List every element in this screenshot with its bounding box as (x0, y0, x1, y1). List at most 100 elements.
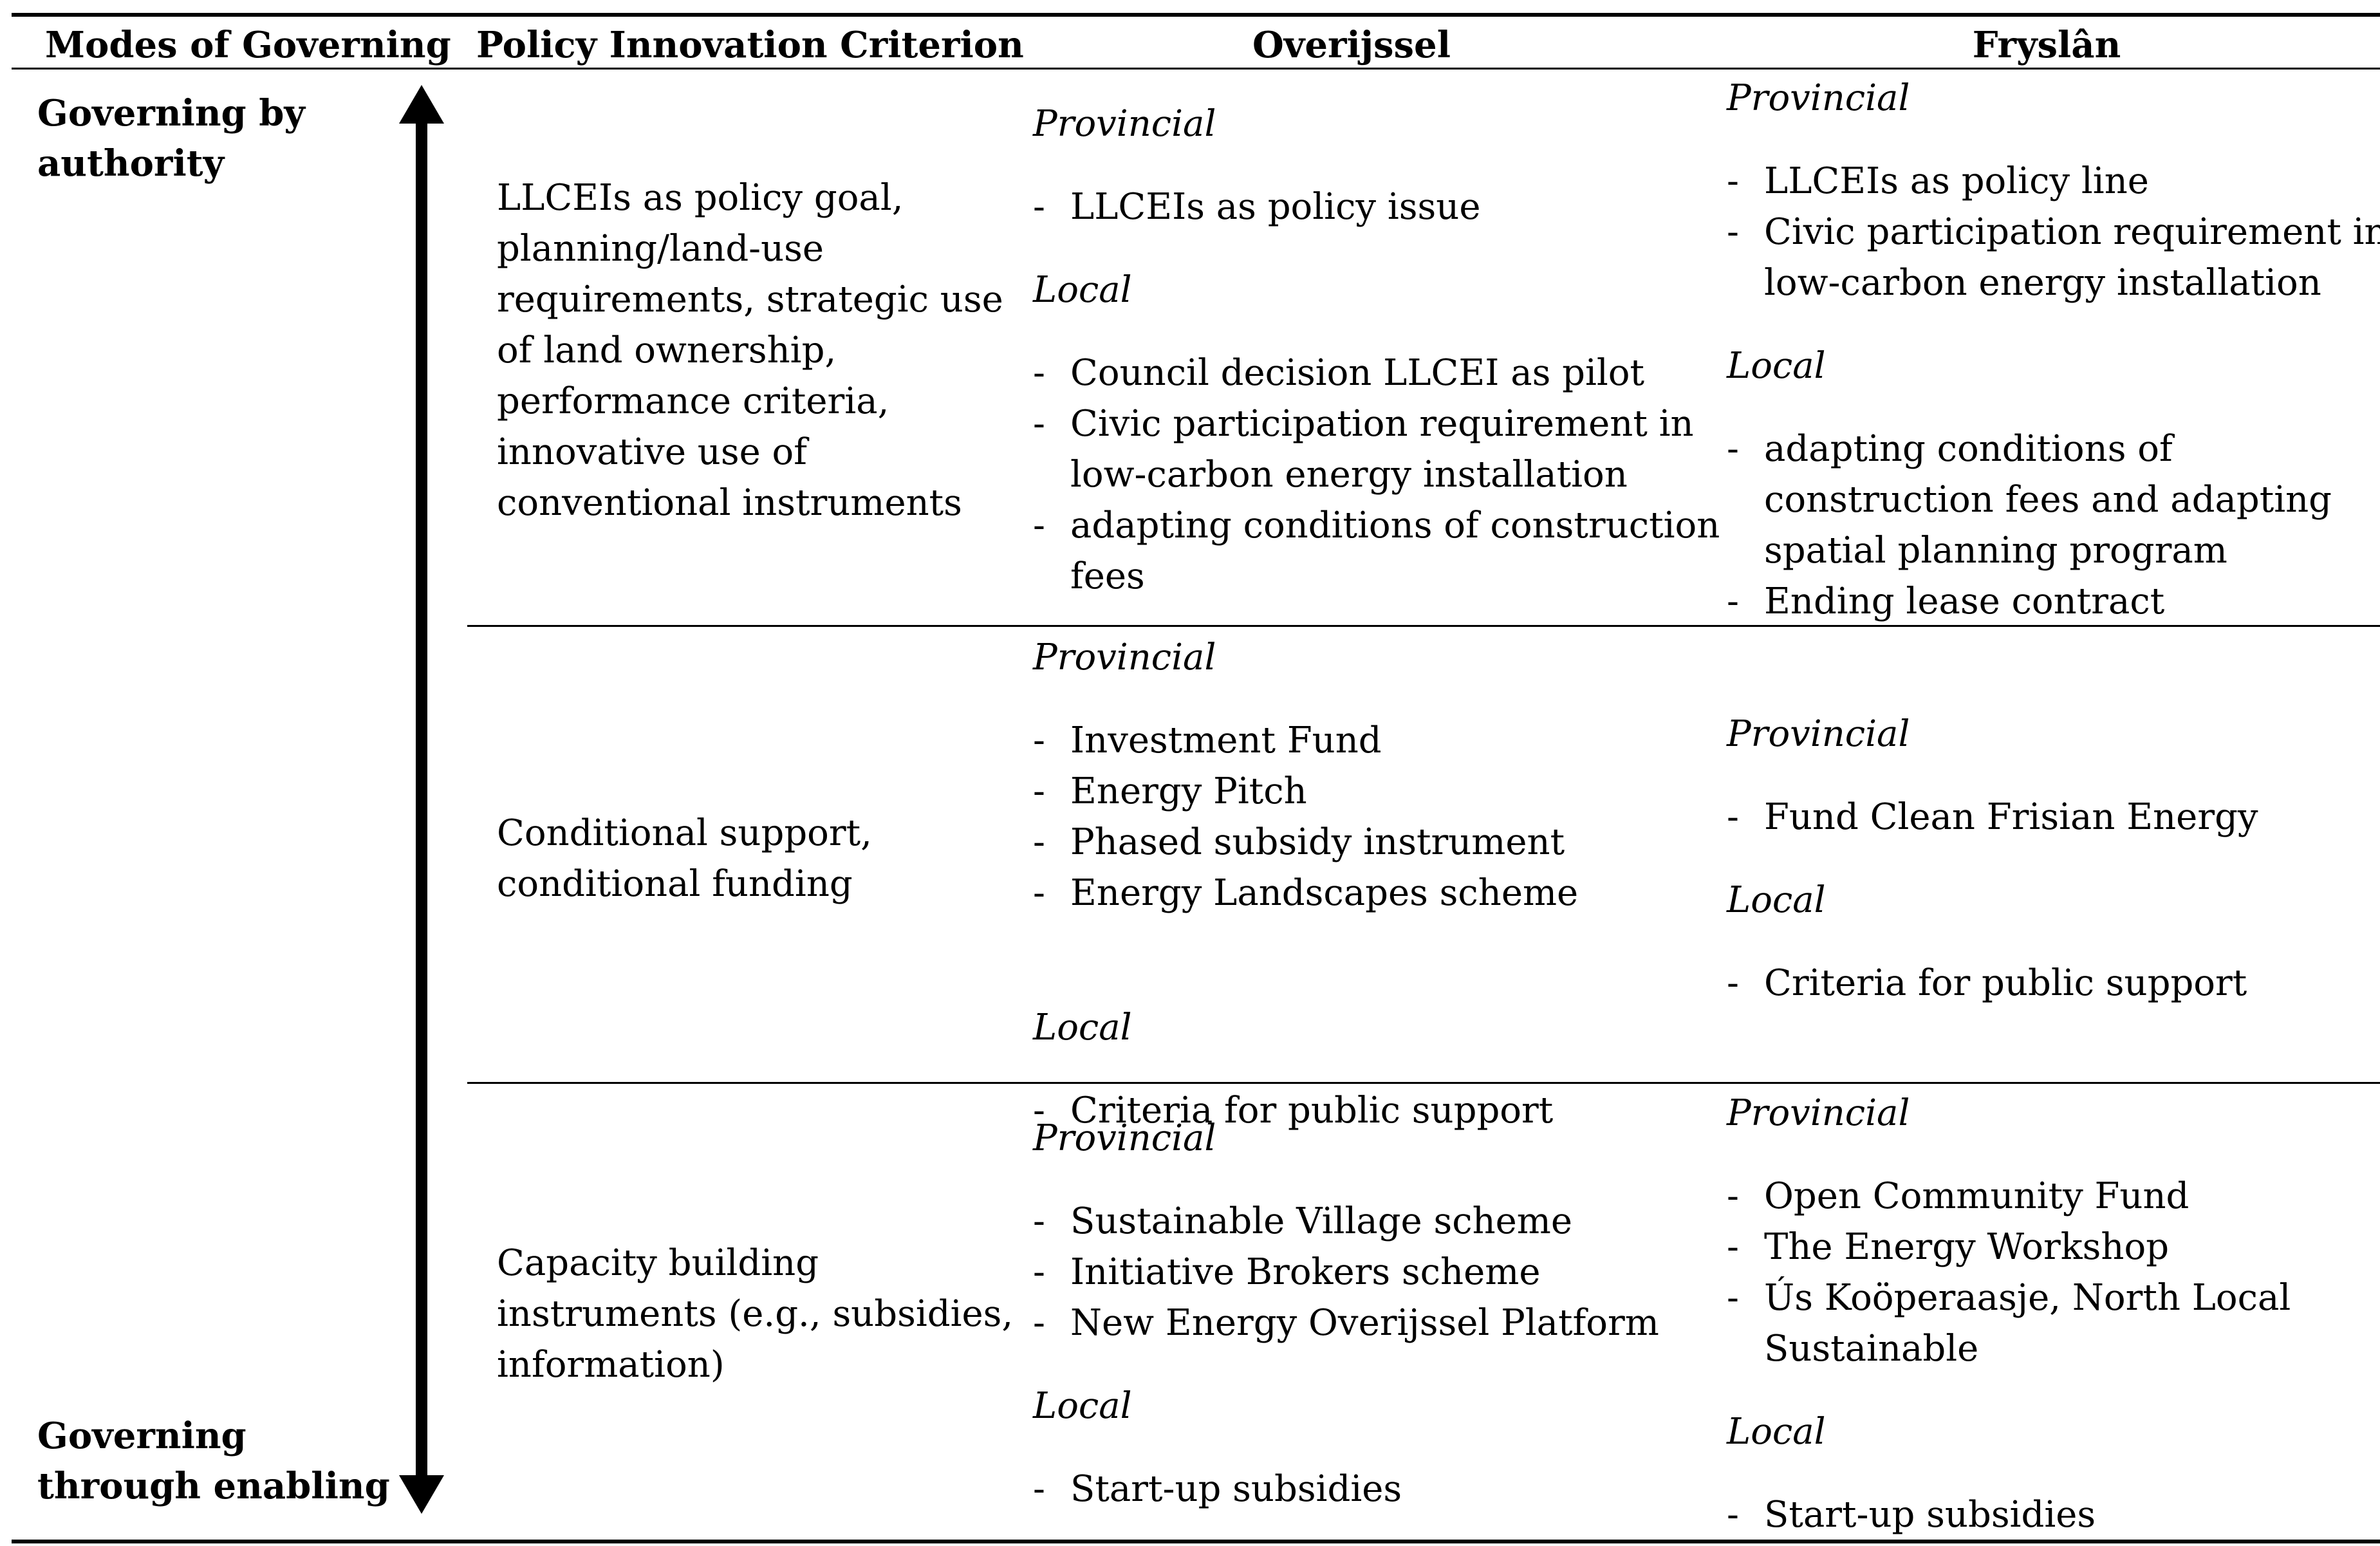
list-item-line: fees (1070, 555, 1145, 597)
bullet-list: Start-up subsidies (1727, 1489, 2291, 1540)
criterion-line: Capacity building (497, 1242, 819, 1284)
list-item-line: Criteria for public support (1070, 1090, 1554, 1132)
bullet-list: Council decision LLCEI as pilotCivic par… (1033, 348, 1720, 602)
provincial-label: Provincial (1033, 637, 1216, 678)
local-label: Local (1033, 269, 1132, 311)
list-item: Ending lease contract (1727, 576, 2380, 627)
overijssel-row-2: ProvincialInvestment FundEnergy PitchPha… (1033, 632, 1578, 1136)
list-item-line: Energy Pitch (1070, 770, 1307, 812)
list-item: Civic participation requirement in low-ca… (1727, 207, 2380, 308)
bullet-list: Start-up subsidies (1033, 1464, 1659, 1514)
list-item-line: Ending lease contract (1764, 581, 2165, 622)
bullet-list: Criteria for public support (1033, 1085, 1578, 1136)
spacer (1727, 843, 2258, 875)
list-item-line: low-carbon energy installation (1070, 454, 1628, 496)
provincial-label: Provincial (1033, 103, 1216, 145)
list-item-line: construction fees and adapting (1764, 479, 2332, 521)
criterion-line: planning/land-use (497, 228, 824, 270)
provincial-label: Provincial (1727, 713, 1910, 755)
bullet-list: LLCEIs as policy issue (1033, 182, 1720, 232)
spacer (1033, 1053, 1578, 1085)
spacer (1727, 308, 2380, 340)
header-bottom-rule (12, 68, 2380, 70)
mode-bottom-line-2: through enabling (37, 1465, 390, 1507)
list-item-line: Sustainable (1764, 1328, 1979, 1370)
list-item-line: Sustainable Village scheme (1070, 1200, 1573, 1242)
double-arrow-icon (399, 85, 444, 1514)
spacer (1033, 1348, 1659, 1381)
list-item: Civic participation requirement in low-ca… (1033, 398, 1720, 500)
list-item-line: LLCEIs as policy line (1764, 160, 2149, 202)
criterion-row-2: Conditional support, conditional funding (497, 808, 872, 909)
criterion-line: conventional instruments (497, 482, 962, 524)
criterion-line: conditional funding (497, 863, 853, 905)
spacer (1727, 391, 2380, 424)
list-item: Investment Fund (1033, 715, 1578, 766)
row-divider-1 (467, 625, 2380, 627)
list-item-line: Criteria for public support (1764, 962, 2247, 1004)
provincial-label: Provincial (1727, 1092, 1910, 1134)
spacer (1727, 1139, 2291, 1171)
spacer (1727, 124, 2380, 156)
local-label: Local (1727, 1411, 1826, 1453)
list-item-line: Civic participation requirement in (1764, 211, 2380, 253)
list-item-line: spatial planning program (1764, 530, 2227, 572)
list-item: Start-up subsidies (1727, 1489, 2291, 1540)
overijssel-row-1: ProvincialLLCEIs as policy issueLocalCou… (1033, 98, 1720, 602)
header-policy-innovation-criterion: Policy Innovation Criterion (476, 24, 1024, 66)
list-item-line: The Energy Workshop (1764, 1226, 2170, 1268)
header-modes-of-governing: Modes of Governing (45, 24, 451, 66)
spacer (1033, 1431, 1659, 1464)
list-item-line: Council decision LLCEI as pilot (1070, 352, 1645, 394)
header-fryslan: Fryslân (1972, 24, 2121, 66)
bullet-list: Criteria for public support (1727, 958, 2258, 1009)
list-item-line: Energy Landscapes scheme (1070, 872, 1579, 914)
list-item: LLCEIs as policy issue (1033, 182, 1720, 232)
bullet-list: Fund Clean Frisian Energy (1727, 792, 2258, 843)
list-item-line: LLCEIs as policy issue (1070, 186, 1481, 228)
list-item-line: Initiative Brokers scheme (1070, 1251, 1541, 1293)
spacer (1727, 926, 2258, 958)
list-item: Council decision LLCEI as pilot (1033, 348, 1720, 398)
bullet-list: LLCEIs as policy lineCivic participation… (1727, 156, 2380, 308)
spacer (1727, 1374, 2291, 1406)
mode-governing-through-enabling: Governing through enabling (37, 1411, 390, 1511)
list-item-line: Start-up subsidies (1764, 1494, 2096, 1536)
criterion-line: of land ownership, (497, 330, 837, 371)
criterion-line: Conditional support, (497, 812, 872, 854)
provincial-label: Provincial (1033, 1117, 1216, 1159)
fryslan-row-2: ProvincialFund Clean Frisian EnergyLocal… (1727, 709, 2258, 1009)
criterion-line: innovative use of (497, 431, 807, 473)
spacer (1033, 683, 1578, 715)
list-item: Criteria for public support (1033, 1085, 1578, 1136)
list-item: adapting conditions of construction fees (1033, 500, 1720, 602)
bullet-list: Open Community FundThe Energy WorkshopÚs… (1727, 1171, 2291, 1374)
criterion-line: instruments (e.g., subsidies, (497, 1293, 1014, 1335)
spacer (1033, 315, 1720, 348)
mode-top-line-1: Governing by (37, 92, 305, 135)
list-item-line: low-carbon energy installation (1764, 262, 2321, 304)
list-item: LLCEIs as policy line (1727, 156, 2380, 207)
criterion-line: performance criteria, (497, 380, 889, 422)
local-label: Local (1033, 1007, 1132, 1048)
spacer (1727, 1457, 2291, 1489)
list-item-line: Civic participation requirement in (1070, 403, 1694, 445)
local-label: Local (1727, 879, 1826, 921)
list-item: Start-up subsidies (1033, 1464, 1659, 1514)
criterion-line: requirements, strategic use (497, 279, 1003, 321)
list-item: New Energy Overijssel Platform (1033, 1298, 1659, 1348)
list-item-line: adapting conditions of construction (1070, 505, 1720, 546)
list-item: Phased subsidy instrument (1033, 817, 1578, 868)
list-item-line: Open Community Fund (1764, 1175, 2189, 1217)
header-overijssel: Overijssel (1252, 24, 1451, 66)
mode-top-line-2: authority (37, 142, 225, 185)
list-item: Energy Pitch (1033, 766, 1578, 817)
local-label: Local (1727, 345, 1826, 387)
spacer (1033, 1164, 1659, 1196)
fryslan-row-1: ProvincialLLCEIs as policy lineCivic par… (1727, 73, 2380, 627)
criterion-row-3: Capacity building instruments (e.g., subs… (497, 1238, 1013, 1390)
local-label: Local (1033, 1385, 1132, 1427)
